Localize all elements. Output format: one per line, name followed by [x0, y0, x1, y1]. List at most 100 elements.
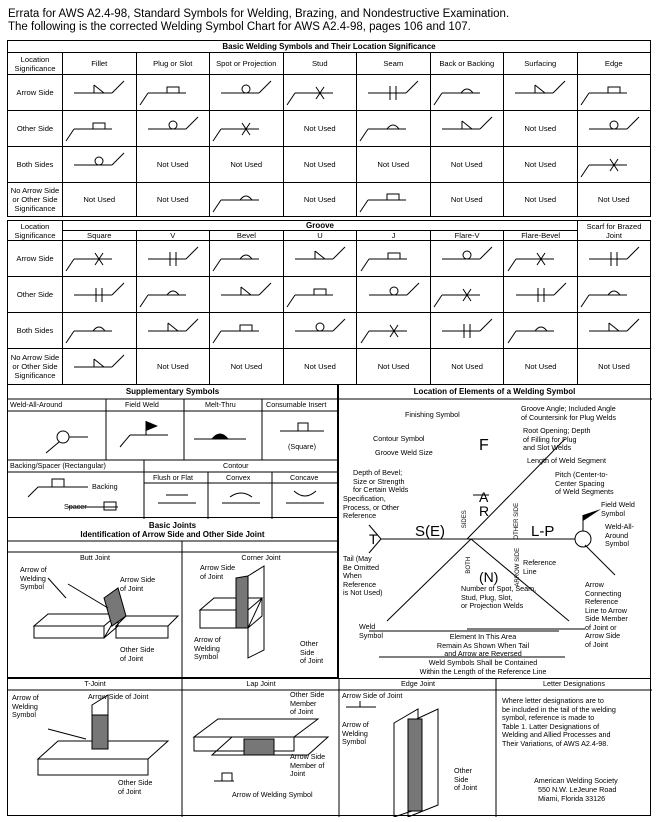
not-used-label: Not Used [157, 362, 189, 371]
groove-col-3: U [282, 230, 358, 241]
groove-cell [577, 312, 651, 349]
groove-cell [503, 240, 578, 277]
groove-cell [429, 312, 505, 349]
weld-symbol-glyph [139, 86, 186, 105]
groove-row-label: Both Sides [7, 312, 63, 349]
loc-sides: SIDES [461, 510, 468, 529]
groove-cell: Not Used [503, 348, 578, 385]
loc-spec: Specification, Process, or Other Referen… [343, 494, 400, 520]
butt-arrow-welding: Arrow of Welding Symbol [20, 565, 47, 591]
weld-symbol-glyph [147, 116, 199, 129]
supp-consumable-insert: Consumable Insert [266, 400, 327, 409]
weld-symbol-glyph [433, 288, 481, 307]
not-used-label: Not Used [303, 160, 336, 169]
t-joint-title: T-Joint [84, 679, 106, 688]
groove-cell [503, 276, 578, 313]
basic-cell [356, 182, 431, 217]
header: Errata for AWS A2.4-98, Standard Symbols… [8, 8, 509, 34]
groove-cell [135, 240, 211, 277]
groove-cell [356, 240, 431, 277]
groove-col-2: Bevel [209, 230, 284, 241]
weld-symbol-glyph [580, 158, 627, 177]
not-used-label: Not Used [597, 195, 630, 204]
basic-cell [429, 74, 504, 111]
not-used-label: Not Used [230, 362, 263, 371]
groove-table: Location Significance Groove Scarf for B… [7, 220, 651, 385]
basic-cell: Not Used [503, 110, 578, 147]
weld-symbol-glyph [147, 318, 199, 331]
weld-symbol-glyph [442, 318, 493, 338]
basic-cell [209, 110, 284, 147]
finishing-F: F [479, 437, 489, 454]
basic-col-7: Edge [576, 52, 651, 75]
not-used-label: Not Used [377, 362, 410, 371]
basic-cell: Not Used [135, 182, 210, 217]
not-used-label: Not Used [524, 362, 557, 371]
basic-cell [429, 110, 504, 147]
angle-A: A [479, 489, 489, 505]
weld-symbol-glyph [212, 122, 260, 141]
groove-cell [429, 276, 505, 313]
corner-other-side: Other Side of Joint [300, 639, 324, 665]
header-line-1: Errata for AWS A2.4-98, Standard Symbols… [8, 8, 510, 20]
not-used-label: Not Used [450, 195, 483, 204]
supplementary-grid [8, 398, 339, 519]
loc-root: Root Opening; Depth of Filling for Plug … [523, 426, 591, 452]
not-used-label: Not Used [524, 124, 557, 133]
groove-cell [135, 312, 211, 349]
supp-melt-thru: Melt-Thru [205, 400, 236, 409]
weld-symbol-glyph [74, 282, 125, 302]
groove-cell: Not Used [429, 348, 505, 385]
loc-number: Number of Spot, Seam, Stud, Plug, Slot, … [461, 584, 537, 610]
not-used-label: Not Used [598, 362, 630, 371]
basic-col-4: Seam [356, 52, 431, 75]
loc-ref-line: Reference Line [523, 558, 557, 576]
location-title: Location of Elements of a Welding Symbol [413, 387, 576, 396]
header-line-2: The following is the corrected Welding S… [8, 21, 471, 33]
basic-cell [135, 110, 210, 147]
basic-symbols-table: Basic Welding Symbols and Their Location… [7, 40, 651, 217]
not-used-label: Not Used [451, 362, 483, 371]
loc-length: Length of Weld Segment [527, 456, 606, 465]
not-used-label: Not Used [304, 362, 336, 371]
basic-cell [356, 110, 431, 147]
groove-cell [209, 240, 284, 277]
basic-col-5: Back or Backing [429, 52, 504, 75]
lap-joint-title: Lap Joint [246, 679, 276, 688]
groove-cell [429, 240, 505, 277]
lap-arrow-side: Arrow Side Member of Joint [290, 752, 326, 778]
aws-city: Miami, Florida 33126 [538, 794, 606, 803]
weld-symbol-glyph [507, 252, 554, 271]
length-pitch-LP: L-P [531, 523, 555, 540]
basic-cell [356, 74, 431, 111]
weld-symbol-glyph [65, 252, 113, 271]
not-used-label: Not Used [524, 195, 557, 204]
bottom-grid [8, 679, 652, 817]
basic-cell [209, 182, 284, 217]
basic-joints-box: Basic Joints Identification of Arrow Sid… [7, 517, 339, 679]
weld-symbol-glyph [74, 152, 125, 165]
groove-cell [282, 276, 358, 313]
groove-col-1: V [135, 230, 211, 241]
groove-col-4: J [356, 230, 431, 241]
groove-cell [62, 240, 137, 277]
groove-cell [209, 312, 284, 349]
supp-backing: Backing [92, 482, 118, 491]
groove-row: Arrow Side [7, 240, 651, 277]
basic-row-label: Other Side [7, 110, 63, 147]
supp-contour: Contour [223, 461, 249, 470]
bottom-joints-box: T-Joint Arrow of Welding Symbol Arrow Si… [7, 678, 652, 817]
weld-symbol-glyph [212, 324, 260, 343]
basic-cell: Not Used [62, 182, 137, 217]
lap-arrow-welding: Arrow of Welding Symbol [232, 790, 313, 799]
basic-cell [576, 110, 651, 147]
butt-joint-title: Butt Joint [80, 553, 110, 562]
weld-symbol-glyph [74, 354, 125, 367]
groove-row-label: Arrow Side [7, 240, 63, 277]
edge-arrow-side: Arrow Side of Joint [342, 691, 403, 700]
supp-flush: Flush or Flat [153, 473, 193, 482]
supp-square: (Square) [288, 442, 316, 451]
basic-cell: Not Used [209, 146, 284, 183]
corner-joint-title: Corner Joint [241, 553, 281, 562]
basic-col-6: Surfacing [503, 52, 578, 75]
